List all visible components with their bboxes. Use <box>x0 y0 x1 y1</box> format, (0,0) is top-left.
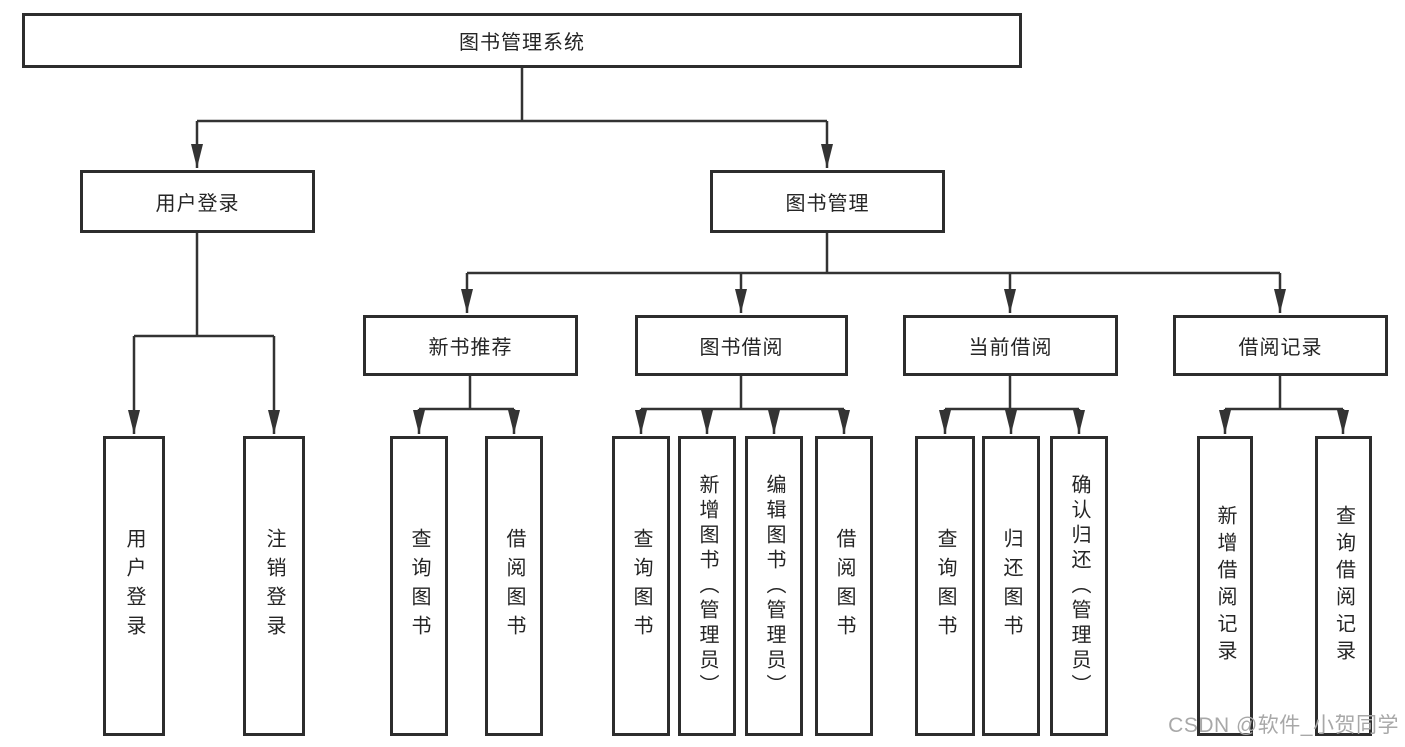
leaf-borrow-books-1: 借阅图书 <box>485 436 543 736</box>
node-label: 新书推荐 <box>428 337 513 359</box>
node-label: 归还图书 <box>1000 528 1022 644</box>
leaf-add-borrow-record: 新增借阅记录 <box>1197 436 1253 736</box>
leaf-borrow-books-2: 借阅图书 <box>815 436 873 736</box>
node-label: 借阅图书 <box>503 528 525 644</box>
connector-user-login-bus <box>134 233 274 338</box>
leaf-logout-login: 注销登录 <box>243 436 305 736</box>
node-library-management-system: 图书管理系统 <box>22 13 1022 68</box>
node-book-management: 图书管理 <box>710 170 945 233</box>
node-current-borrowing: 当前借阅 <box>903 315 1118 376</box>
node-label: 确认归还（管理员） <box>1068 473 1090 699</box>
node-label: 查询借阅记录 <box>1332 505 1355 667</box>
node-label: 查询图书 <box>934 528 956 644</box>
node-new-book-recommend: 新书推荐 <box>363 315 578 376</box>
node-label: 图书借阅 <box>699 337 784 359</box>
node-user-login: 用户登录 <box>80 170 315 233</box>
leaf-confirm-return-admin: 确认归还（管理员） <box>1050 436 1108 736</box>
node-label: 当前借阅 <box>968 337 1053 359</box>
connector-current-borrow-bus <box>945 376 1079 411</box>
node-label: 用户登录 <box>155 193 240 215</box>
node-label: 图书管理 <box>785 193 870 215</box>
node-label: 用户登录 <box>123 528 145 644</box>
node-label: 注销登录 <box>263 528 285 644</box>
leaf-edit-books-admin: 编辑图书（管理员） <box>745 436 803 736</box>
leaf-user-login: 用户登录 <box>103 436 165 736</box>
watermark: CSDN @软件_小贺同学 <box>1168 714 1399 737</box>
connector-book-management-bus <box>467 233 1280 275</box>
node-label: 新增图书（管理员） <box>696 473 718 699</box>
leaf-query-books-3: 查询图书 <box>915 436 975 736</box>
node-label: 借阅图书 <box>833 528 855 644</box>
connector-root-bus <box>197 68 827 123</box>
node-label: 编辑图书（管理员） <box>763 473 785 699</box>
leaf-return-books: 归还图书 <box>982 436 1040 736</box>
node-book-borrowing: 图书借阅 <box>635 315 848 376</box>
leaf-query-books-1: 查询图书 <box>390 436 448 736</box>
node-label: 查询图书 <box>630 528 652 644</box>
connector-new-book-bus <box>419 376 514 411</box>
leaf-query-books-2: 查询图书 <box>612 436 670 736</box>
node-label: 借阅记录 <box>1238 337 1323 359</box>
node-label: 图书管理系统 <box>459 32 585 54</box>
connector-book-borrow-bus <box>641 376 844 411</box>
node-label: 新增借阅记录 <box>1214 505 1236 667</box>
node-borrowing-records: 借阅记录 <box>1173 315 1388 376</box>
leaf-add-books-admin: 新增图书（管理员） <box>678 436 736 736</box>
connector-borrow-records-bus <box>1225 376 1343 411</box>
node-label: 查询图书 <box>408 528 430 644</box>
leaf-query-borrow-record: 查询借阅记录 <box>1315 436 1372 736</box>
